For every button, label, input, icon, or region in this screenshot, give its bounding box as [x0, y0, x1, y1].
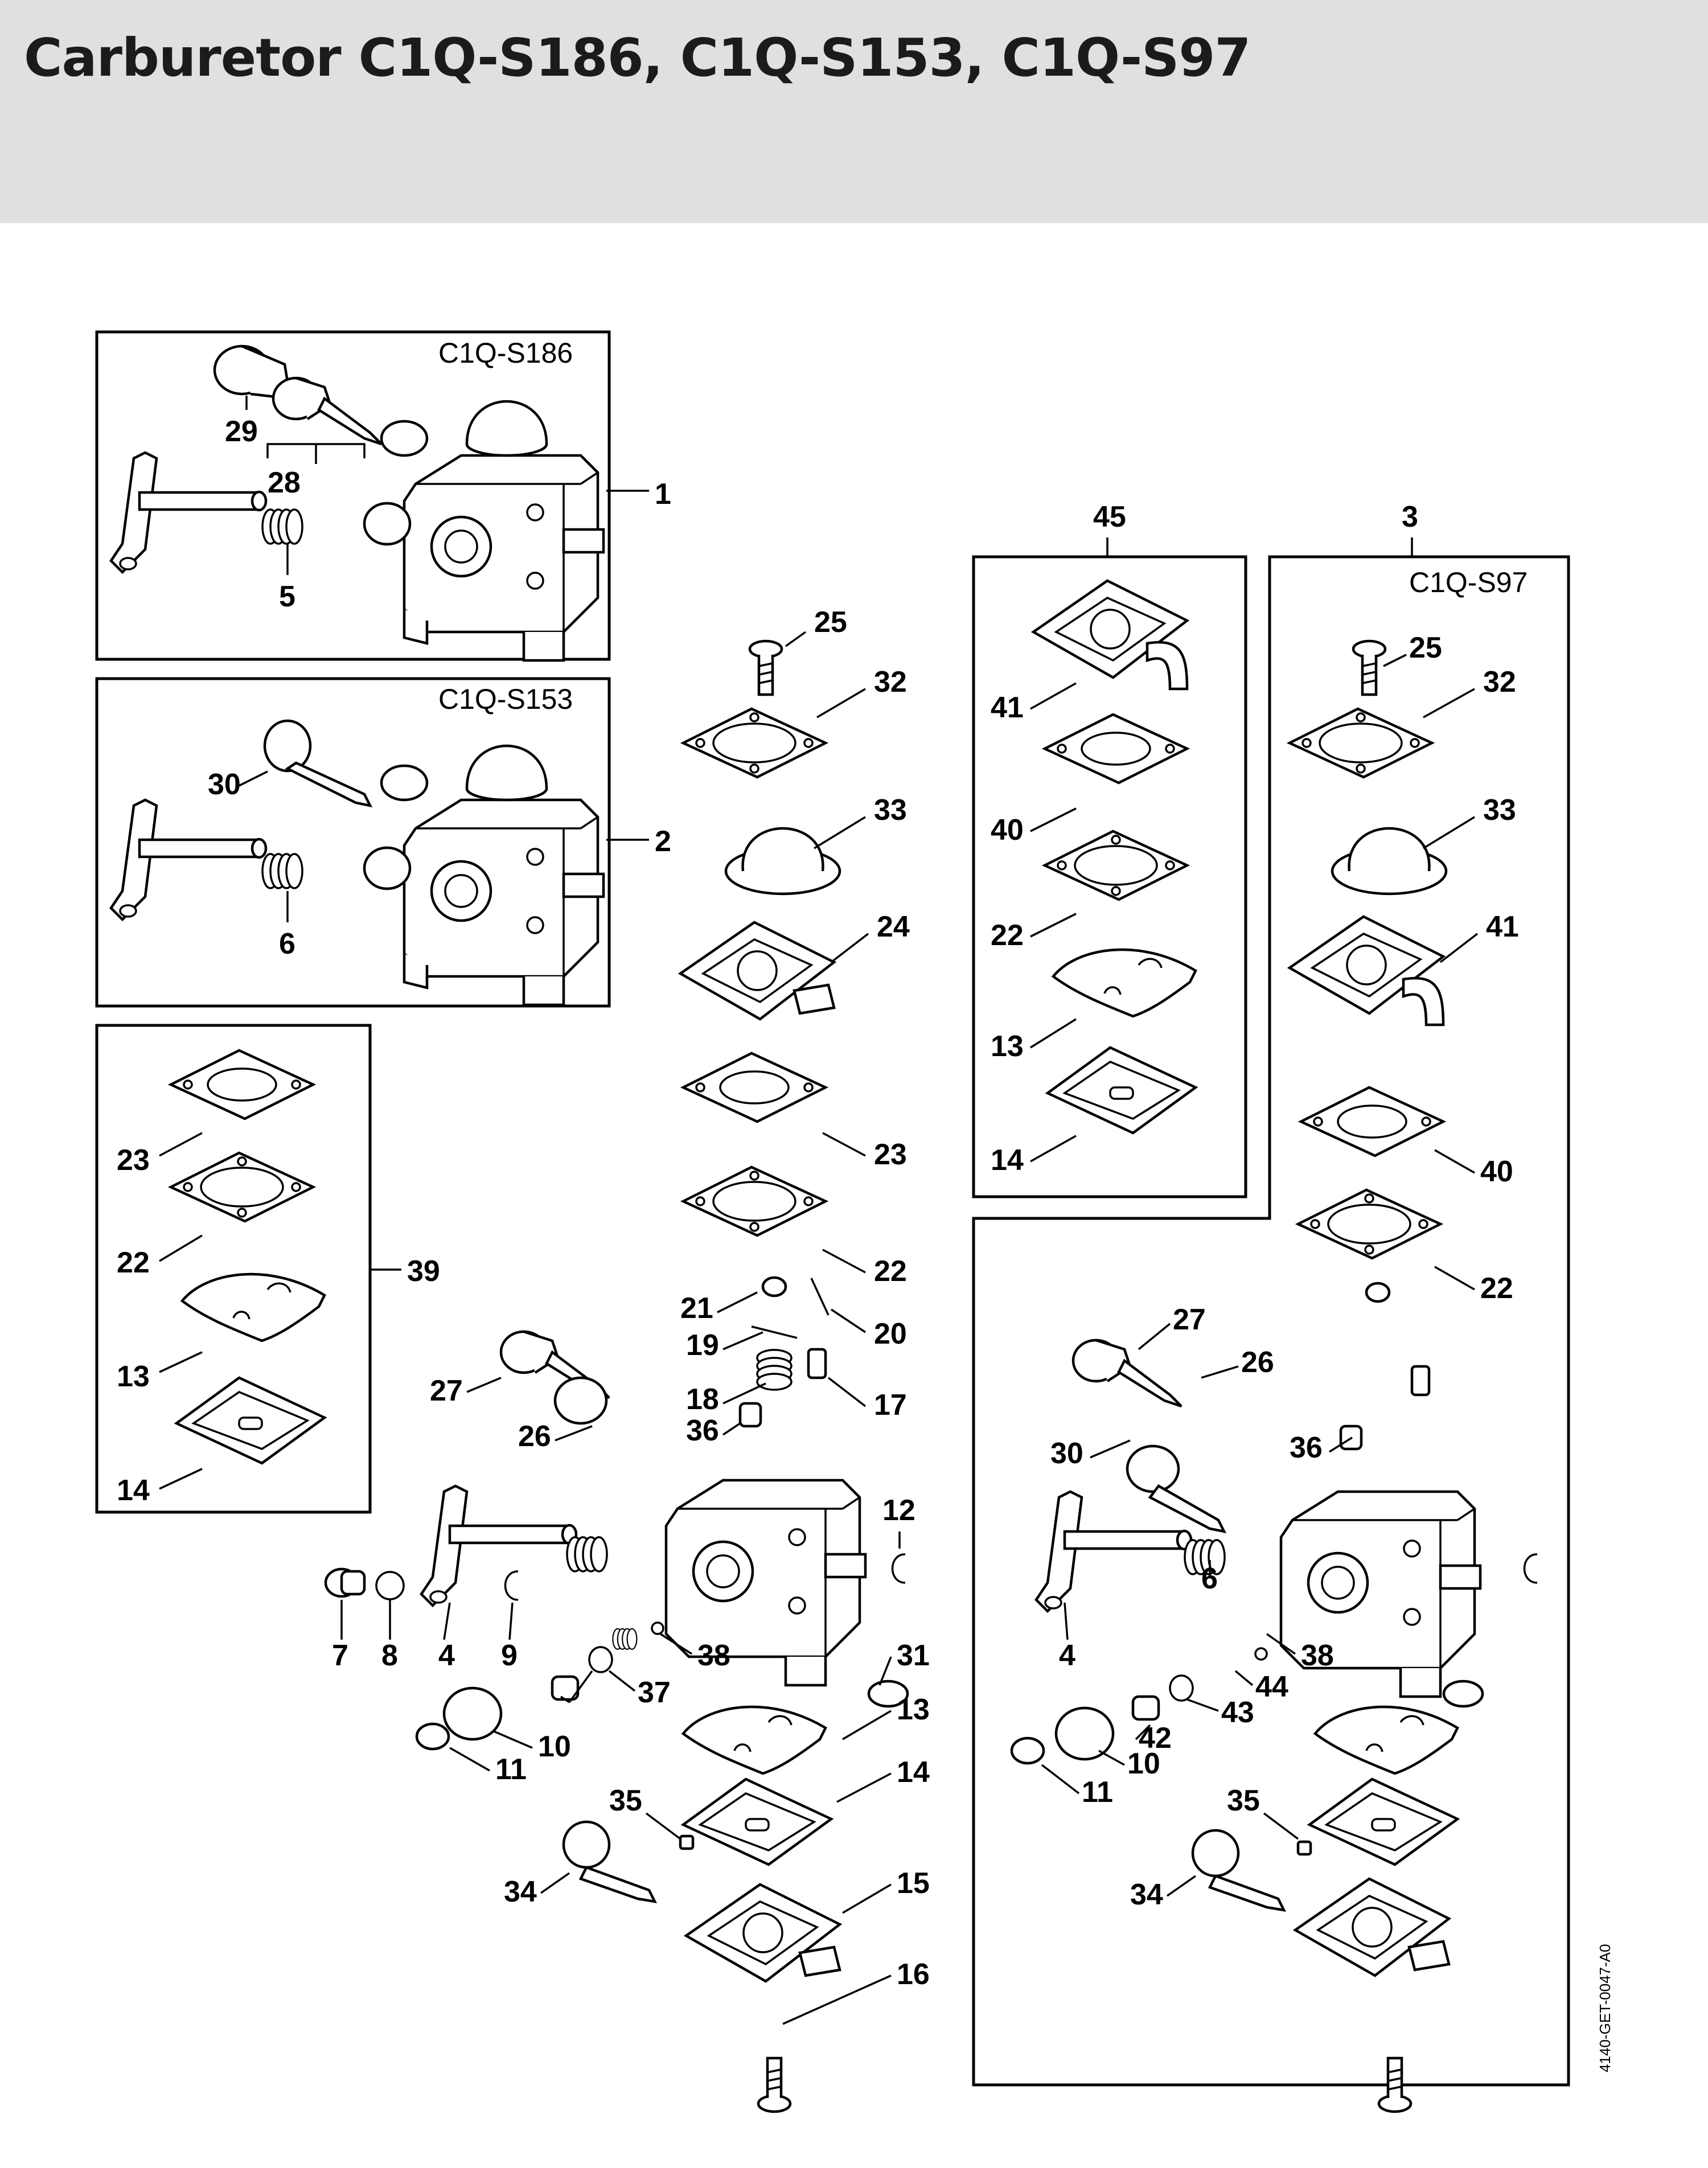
- callout-38: 38: [697, 1639, 730, 1672]
- callout-32: 32: [874, 666, 907, 699]
- callout-17: 17: [874, 1389, 907, 1422]
- callout-1: 1: [655, 478, 671, 511]
- callout-41b: 41: [1486, 910, 1519, 943]
- pump-kit-45: [1033, 581, 1196, 1133]
- callout-35: 35: [609, 1784, 642, 1817]
- callout-25: 25: [814, 606, 847, 639]
- callout-13b: 13: [897, 1693, 930, 1726]
- callout-12: 12: [882, 1494, 915, 1527]
- callout-19: 19: [686, 1329, 719, 1362]
- callout-41: 41: [991, 691, 1024, 724]
- callout-4b: 4: [1059, 1639, 1075, 1672]
- callout-5: 5: [279, 580, 295, 613]
- callout-24: 24: [877, 910, 910, 943]
- callout-42: 42: [1139, 1722, 1172, 1755]
- box-title-s186: C1Q-S186: [438, 337, 573, 369]
- callout-leaders: [340, 631, 1479, 2025]
- callout-43: 43: [1221, 1696, 1254, 1729]
- carburetor-c1q-s153: [111, 719, 649, 1005]
- callout-27b: 27: [1173, 1303, 1206, 1336]
- callout-39: 39: [407, 1255, 440, 1288]
- callout-28: 28: [268, 466, 301, 499]
- callout-34: 34: [504, 1875, 537, 1908]
- box-c1q-s97: [972, 555, 1570, 2087]
- callout-11: 11: [495, 1753, 527, 1786]
- callout-23b: 23: [874, 1138, 907, 1171]
- carburetor-c1q-s97: [1010, 537, 1538, 2112]
- title-bar: Carburetor C1Q-S186, C1Q-S153, C1Q-S97: [0, 0, 1708, 223]
- callout-15: 15: [897, 1867, 930, 1900]
- callout-7: 7: [332, 1639, 348, 1672]
- box-title-s97: C1Q-S97: [1409, 566, 1528, 598]
- callout-31: 31: [897, 1639, 930, 1672]
- callout-26: 26: [518, 1420, 551, 1453]
- callout-13: 13: [117, 1360, 150, 1393]
- callout-34b: 34: [1130, 1878, 1163, 1911]
- callout-40b: 40: [1480, 1155, 1513, 1188]
- callout-25b: 25: [1409, 631, 1442, 664]
- callout-14b: 14: [897, 1756, 930, 1789]
- callout-29: 29: [225, 415, 258, 448]
- callout-11b: 11: [1082, 1776, 1113, 1809]
- callout-22c: 22: [991, 919, 1024, 952]
- callout-18: 18: [686, 1383, 719, 1416]
- callout-30b: 30: [1050, 1437, 1083, 1470]
- callout-2: 2: [655, 825, 671, 858]
- callout-9: 9: [501, 1639, 518, 1672]
- callout-20: 20: [874, 1317, 907, 1350]
- callout-labels: 1 29 28 5 2 30 6 39 23 22 13 14 25 32 33…: [117, 415, 1519, 1991]
- callout-22: 22: [117, 1246, 150, 1279]
- callout-33b: 33: [1483, 794, 1516, 827]
- callout-8: 8: [381, 1639, 398, 1672]
- callout-13c: 13: [991, 1030, 1024, 1063]
- document-id: 4140-GET-0047-A0: [1596, 1944, 1613, 2072]
- callout-10b: 10: [1127, 1747, 1160, 1780]
- callout-21: 21: [680, 1292, 713, 1325]
- callout-27: 27: [430, 1374, 463, 1407]
- callout-6: 6: [279, 927, 295, 960]
- callout-37: 37: [638, 1676, 671, 1709]
- callout-22d: 22: [1480, 1272, 1513, 1305]
- carburetor-c1q-s186: [111, 344, 649, 660]
- callout-3: 3: [1402, 500, 1418, 533]
- callout-30: 30: [208, 768, 241, 801]
- callout-26b: 26: [1241, 1346, 1274, 1379]
- callout-23: 23: [117, 1144, 150, 1177]
- callout-10: 10: [538, 1730, 571, 1763]
- callout-32b: 32: [1483, 666, 1516, 699]
- callout-14c: 14: [991, 1144, 1024, 1177]
- callout-38b: 38: [1301, 1639, 1334, 1672]
- callout-36b: 36: [1290, 1431, 1323, 1464]
- box-c1q-s186: [95, 330, 611, 661]
- center-stack: [324, 641, 909, 2112]
- callout-45: 45: [1093, 500, 1126, 533]
- box-c1q-s153: [95, 677, 611, 1008]
- page-title: Carburetor C1Q-S186, C1Q-S153, C1Q-S97: [24, 27, 1251, 88]
- gasket-kit-39: [159, 1050, 401, 1490]
- box-title-s153: C1Q-S153: [438, 683, 573, 715]
- callout-44: 44: [1255, 1670, 1288, 1703]
- callout-4: 4: [438, 1639, 455, 1672]
- callout-36: 36: [686, 1414, 719, 1447]
- callout-16: 16: [897, 1958, 930, 1991]
- callout-33: 33: [874, 794, 907, 827]
- callout-40: 40: [991, 814, 1024, 847]
- box-pump-kit: [972, 555, 1247, 1198]
- callout-35b: 35: [1227, 1784, 1260, 1817]
- callout-14: 14: [117, 1474, 150, 1507]
- callout-22b: 22: [874, 1255, 907, 1288]
